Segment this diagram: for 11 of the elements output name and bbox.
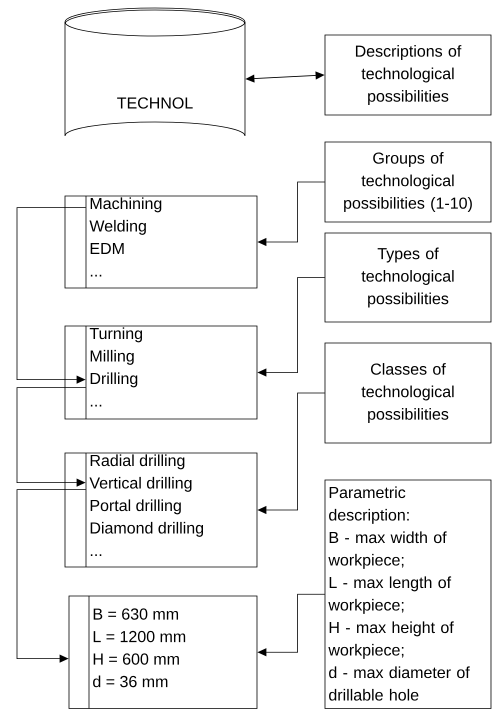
list-box: Radial drilling Vertical drilling Portal drilling Diamond drilling ... — [64, 452, 258, 568]
text-box: Groups of technological possibilities (1-10) — [324, 142, 492, 222]
list-box: Machining Welding EDM ... — [64, 196, 258, 288]
description-box: Parametric description: B - max width of workpiece; L - max length of workpiece; H - max height of workpiece; d - max diameter of drillable hole — [324, 480, 492, 709]
text-box: Descriptions of technological possibilities — [324, 34, 492, 116]
list-box: B = 630 mm L = 1200 mm H = 600 mm d = 36 mm — [68, 596, 258, 709]
text-box: Classes of technological possibilities — [324, 342, 492, 444]
list-box: Turning Milling Drilling ... — [64, 326, 258, 420]
database-cylinder: TECHNOL — [64, 8, 246, 136]
node-label: TECHNOL — [117, 97, 193, 109]
text-box: Types of technological possibilities — [324, 232, 492, 322]
